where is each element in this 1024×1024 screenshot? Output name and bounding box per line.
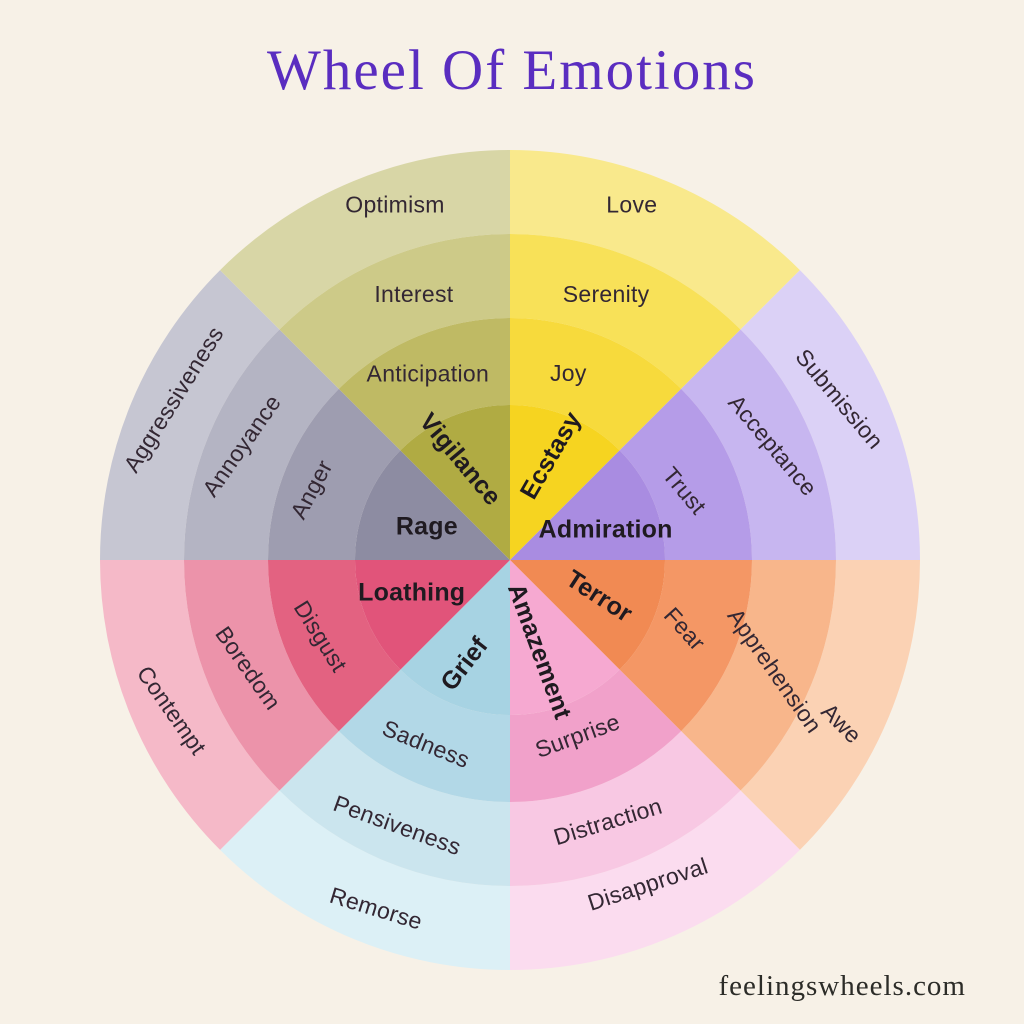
segment-anticipation-ring4: [220, 150, 510, 330]
emotion-label-admiration: Admiration: [539, 515, 673, 543]
segment-trust-ring1: [510, 450, 665, 560]
segment-disgust-ring2: [268, 560, 401, 732]
segment-joy-ring1: [510, 404, 620, 560]
segment-joy-ring3: [510, 234, 741, 389]
emotion-label-loathing: Loathing: [358, 579, 465, 607]
emotion-label-optimism: Optimism: [345, 191, 445, 217]
segment-sadness-ring1: [400, 560, 510, 715]
emotion-label-interest: Interest: [374, 281, 453, 307]
segment-disgust-ring3: [184, 560, 339, 791]
segment-disgust-ring1: [355, 560, 510, 670]
segment-sadness-ring4: [220, 790, 510, 970]
segment-joy-ring2: [510, 318, 682, 451]
emotion-label-joy: Joy: [550, 360, 587, 386]
segment-surprise-ring4: [510, 790, 800, 970]
segment-joy-ring4: [510, 150, 800, 330]
segment-anticipation-ring1: [400, 405, 510, 560]
segment-sadness-ring2: [338, 669, 510, 802]
segment-trust-ring4: [740, 270, 920, 560]
segment-fear-ring2: [619, 560, 752, 732]
segment-surprise-ring2: [510, 669, 682, 802]
segment-fear-ring3: [681, 560, 836, 791]
segment-anger-ring4: [100, 270, 280, 560]
emotion-label-serenity: Serenity: [563, 281, 650, 307]
segment-surprise-ring3: [510, 731, 741, 886]
emotion-label-anticipation: Anticipation: [367, 361, 490, 387]
segment-anticipation-ring2: [338, 318, 510, 451]
segment-surprise-ring1: [510, 560, 620, 715]
segment-anger-ring3: [184, 329, 339, 560]
segment-fear-ring4: [740, 560, 920, 850]
segment-fear-ring1: [510, 560, 665, 670]
segment-sadness-ring3: [279, 731, 510, 886]
segment-anticipation-ring3: [279, 234, 510, 389]
website-url: feelingswheels.com: [718, 970, 966, 1002]
page-title: Wheel Of Emotions: [267, 39, 757, 102]
segment-disgust-ring4: [100, 560, 280, 850]
emotion-label-love: Love: [606, 191, 657, 217]
segment-anger-ring2: [268, 388, 401, 560]
segment-trust-ring3: [681, 329, 836, 560]
emotion-label-rage: Rage: [396, 513, 458, 541]
segment-trust-ring2: [619, 388, 752, 560]
segment-anger-ring1: [355, 450, 510, 560]
